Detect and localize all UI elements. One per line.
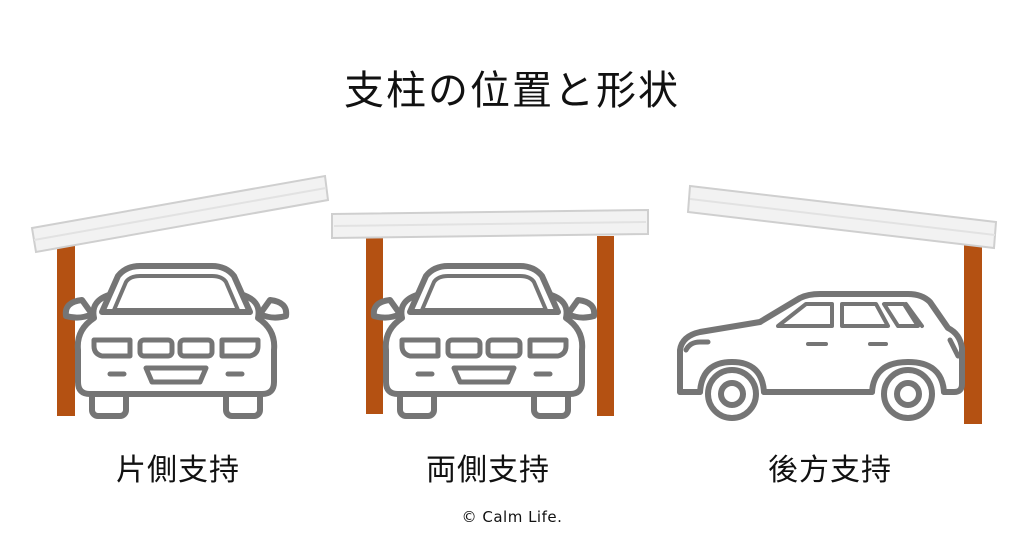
- page-title: 支柱の位置と形状: [344, 68, 680, 114]
- panel-both-side-support: [331, 208, 649, 416]
- panel-label-both-sides: 両側支持: [426, 453, 550, 488]
- support-post-right: [597, 236, 614, 416]
- support-post-left: [366, 238, 383, 414]
- support-post: [964, 244, 982, 424]
- panel-rear-support: [677, 184, 998, 424]
- copyright-credit: © Calm Life.: [461, 508, 563, 526]
- suv-side-icon: [677, 291, 965, 421]
- panel-label-one-side: 片側支持: [116, 453, 240, 488]
- support-post: [57, 244, 75, 416]
- sedan-front-icon: [374, 266, 594, 416]
- panel-label-rear: 後方支持: [768, 453, 892, 488]
- sedan-front-icon: [66, 266, 286, 416]
- panel-one-side-support: [30, 174, 330, 416]
